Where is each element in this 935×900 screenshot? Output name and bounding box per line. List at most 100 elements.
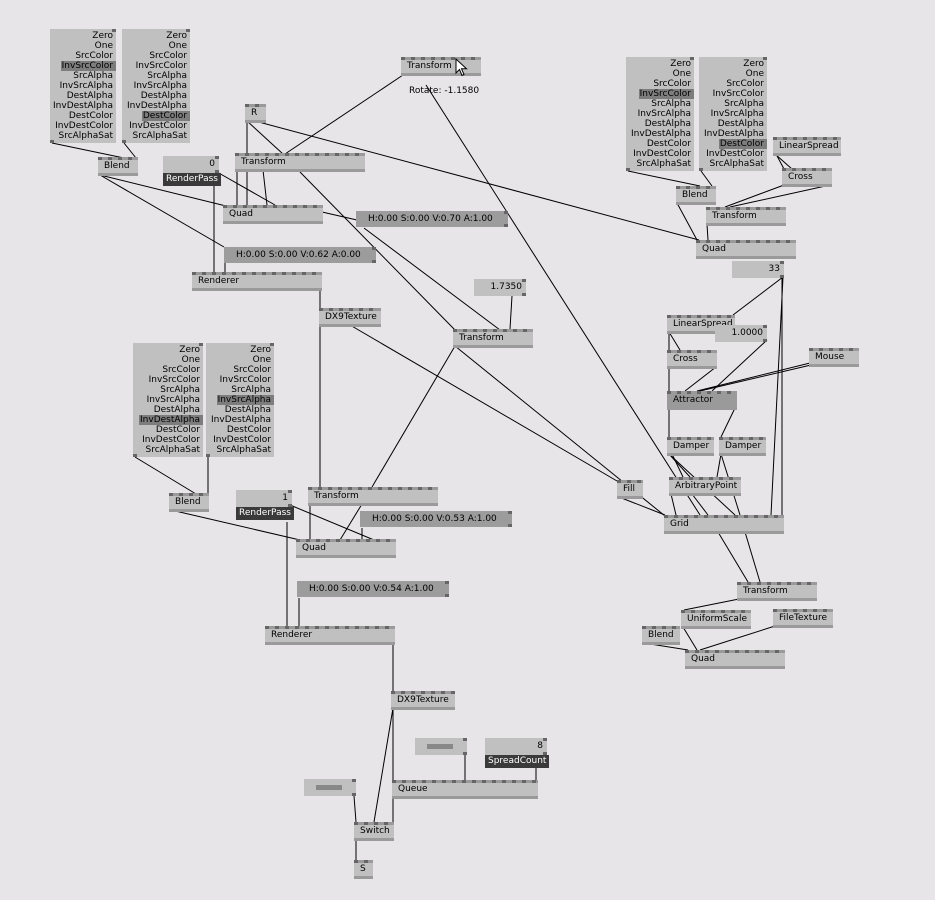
output-pin[interactable]	[667, 407, 671, 410]
input-pin[interactable]	[285, 626, 289, 629]
input-pin[interactable]	[288, 490, 292, 493]
node-cross-1[interactable]: Cross	[782, 168, 832, 187]
input-pin[interactable]	[787, 582, 791, 585]
input-pin[interactable]	[212, 272, 216, 275]
enum-option[interactable]: DestAlpha	[66, 91, 113, 101]
input-pin[interactable]	[295, 626, 299, 629]
input-pin[interactable]	[375, 626, 379, 629]
input-pin[interactable]	[803, 137, 807, 140]
input-pin[interactable]	[270, 343, 274, 346]
input-pin[interactable]	[335, 153, 339, 156]
link[interactable]	[284, 74, 404, 155]
input-pin[interactable]	[312, 272, 316, 275]
input-pin[interactable]	[687, 315, 691, 318]
input-pin[interactable]	[717, 391, 721, 394]
output-pin[interactable]	[352, 793, 356, 796]
input-pin[interactable]	[492, 780, 496, 783]
enum-option[interactable]: DestColor	[141, 111, 190, 121]
input-pin[interactable]	[765, 650, 769, 653]
input-pin[interactable]	[179, 493, 183, 496]
link[interactable]	[770, 276, 784, 516]
input-pin[interactable]	[305, 626, 309, 629]
output-pin[interactable]	[308, 503, 312, 506]
input-pin[interactable]	[306, 539, 310, 542]
input-pin[interactable]	[706, 240, 710, 243]
enum-option[interactable]: SrcAlphaSat	[58, 131, 113, 141]
input-pin[interactable]	[461, 57, 465, 60]
input-pin[interactable]	[392, 780, 396, 783]
input-pin[interactable]	[726, 240, 730, 243]
link[interactable]	[684, 366, 717, 392]
input-pin[interactable]	[745, 650, 749, 653]
input-pin[interactable]	[729, 477, 733, 480]
input-pin[interactable]	[652, 626, 656, 629]
enum-option[interactable]: SrcAlpha	[724, 99, 764, 109]
enum-option[interactable]: InvSrcColor	[219, 375, 271, 385]
link[interactable]	[216, 171, 276, 206]
output-pin[interactable]	[453, 345, 457, 348]
output-pin[interactable]	[809, 364, 813, 367]
input-pin[interactable]	[372, 247, 376, 250]
input-pin[interactable]	[222, 272, 226, 275]
node-transform-1[interactable]: Transform	[235, 153, 365, 172]
output-pin[interactable]	[676, 202, 680, 205]
link[interactable]	[668, 331, 681, 351]
link[interactable]	[682, 626, 698, 651]
input-pin[interactable]	[707, 391, 711, 394]
input-pin[interactable]	[773, 609, 777, 612]
input-pin[interactable]	[303, 205, 307, 208]
iobox-value[interactable]: 8	[537, 741, 543, 751]
input-pin[interactable]	[717, 315, 721, 318]
link[interactable]	[774, 153, 793, 170]
output-pin[interactable]	[169, 509, 173, 512]
input-pin[interactable]	[669, 477, 673, 480]
iobox-color-1[interactable]: H:0.00 S:0.00 V:0.70 A:1.00	[356, 211, 508, 227]
output-pin[interactable]	[719, 453, 723, 456]
input-pin[interactable]	[617, 480, 621, 483]
node-r[interactable]: R	[245, 104, 266, 123]
input-pin[interactable]	[245, 153, 249, 156]
link[interactable]	[706, 223, 709, 241]
toggle-bar[interactable]	[316, 785, 342, 790]
input-pin[interactable]	[482, 780, 486, 783]
input-pin[interactable]	[780, 261, 784, 264]
enum-option[interactable]: SrcColor	[149, 51, 187, 61]
input-pin[interactable]	[192, 272, 196, 275]
enum-option[interactable]: DestColor	[718, 139, 767, 149]
enum-option[interactable]: One	[672, 69, 691, 79]
input-pin[interactable]	[503, 329, 507, 332]
input-pin[interactable]	[829, 348, 833, 351]
enum-option[interactable]: DestAlpha	[224, 405, 271, 415]
input-pin[interactable]	[774, 515, 778, 518]
link[interactable]	[711, 339, 768, 392]
iobox-value[interactable]: 1.0000	[731, 328, 764, 338]
input-pin[interactable]	[696, 240, 700, 243]
link[interactable]	[246, 120, 284, 155]
input-pin[interactable]	[677, 350, 681, 353]
input-pin[interactable]	[684, 515, 688, 518]
enum-option[interactable]: DestColor	[68, 111, 113, 121]
node-blend-2[interactable]: Blend	[676, 186, 716, 205]
node-s[interactable]: S	[354, 860, 373, 879]
node-linearspread-1[interactable]: LinearSpread	[773, 137, 841, 156]
input-pin[interactable]	[189, 493, 193, 496]
input-pin[interactable]	[532, 780, 536, 783]
input-pin[interactable]	[412, 780, 416, 783]
input-pin[interactable]	[756, 207, 760, 210]
input-pin[interactable]	[355, 153, 359, 156]
input-pin[interactable]	[766, 240, 770, 243]
output-pin[interactable]	[288, 504, 292, 507]
input-pin[interactable]	[681, 610, 685, 613]
enum-option[interactable]: InvDestColor	[706, 149, 764, 159]
link[interactable]	[262, 169, 268, 206]
node-quad-3[interactable]: Quad	[685, 650, 785, 669]
input-pin[interactable]	[336, 539, 340, 542]
input-pin[interactable]	[398, 487, 402, 490]
link[interactable]	[699, 625, 776, 651]
input-pin[interactable]	[235, 153, 239, 156]
input-pin[interactable]	[441, 57, 445, 60]
input-pin[interactable]	[776, 207, 780, 210]
input-pin[interactable]	[687, 437, 691, 440]
